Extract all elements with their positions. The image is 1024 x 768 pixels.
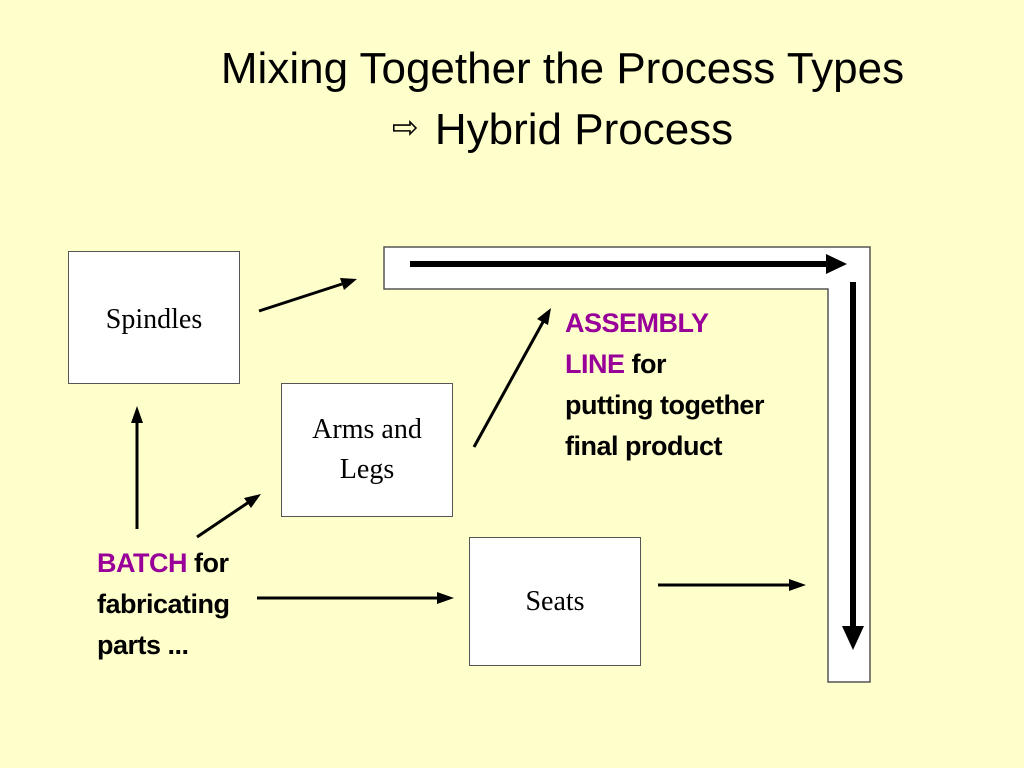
seats-box: Seats bbox=[469, 537, 641, 666]
arms-and-legs-box: Arms and Legs bbox=[281, 383, 453, 517]
spindles-label: Spindles bbox=[105, 304, 203, 335]
assembly-for-word: for bbox=[624, 349, 667, 379]
assembly-line-vertical-arrow bbox=[842, 282, 864, 650]
title-line-1: Mixing Together the Process Types bbox=[220, 44, 905, 93]
assembly-line-horizontal-arrow bbox=[410, 254, 847, 274]
batch-note-line-2: fabricating bbox=[97, 589, 230, 619]
arrow-batch-to-seats bbox=[257, 592, 454, 604]
arrow-spindles-to-line bbox=[258, 278, 357, 313]
assembly-line-channel bbox=[383, 246, 871, 683]
assembly-line-note: ASSEMBLY LINE for putting together final… bbox=[565, 303, 795, 467]
arms-and-legs-label: Arms and Legs bbox=[312, 410, 422, 490]
arms-label-line-2: Legs bbox=[339, 454, 395, 485]
assembly-accent-line-1: ASSEMBLY bbox=[565, 308, 709, 338]
arrow-batch-to-spindles bbox=[131, 406, 143, 529]
title-line-2: ⇨ Hybrid Process bbox=[120, 98, 1005, 159]
outlined-right-arrow-icon: ⇨ bbox=[391, 109, 419, 145]
batch-note: BATCH for fabricating parts ... bbox=[97, 543, 267, 666]
arrow-batch-to-arms bbox=[196, 494, 261, 539]
assembly-accent-line-2: LINE bbox=[565, 349, 625, 379]
seats-label: Seats bbox=[525, 585, 585, 617]
spindles-box: Spindles bbox=[68, 251, 240, 384]
assembly-note-line-4: final product bbox=[565, 431, 723, 461]
slide-title: Mixing Together the Process Types ⇨ Hybr… bbox=[120, 40, 1005, 159]
batch-accent: BATCH bbox=[97, 548, 187, 578]
batch-for-word: for bbox=[186, 548, 229, 578]
batch-note-line-3: parts ... bbox=[97, 630, 189, 660]
assembly-note-line-3: putting together bbox=[565, 390, 764, 420]
arrow-arms-to-line bbox=[472, 308, 551, 448]
title-line-2-text: Hybrid Process bbox=[434, 105, 734, 154]
arrow-seats-to-line bbox=[658, 579, 806, 591]
arms-label-line-1: Arms and bbox=[312, 414, 422, 445]
